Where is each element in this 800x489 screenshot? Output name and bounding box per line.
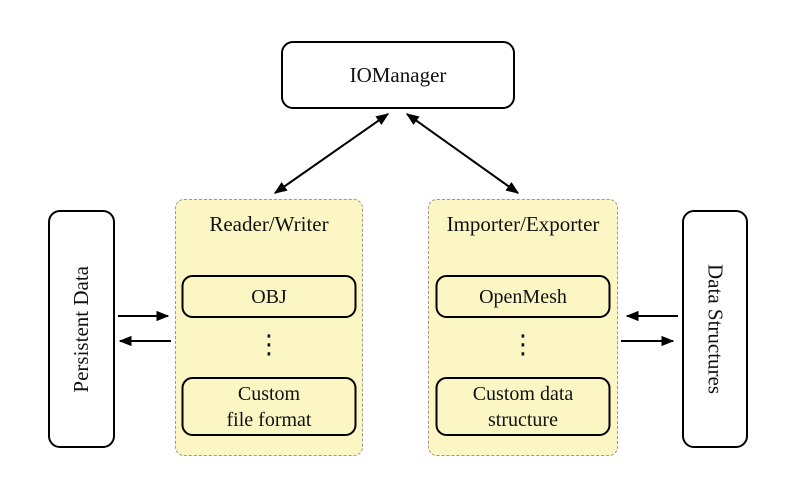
node-iomanager: IOManager: [281, 41, 515, 109]
node-data-structures: Data Structures: [682, 210, 748, 448]
item-custom-file-format: Custom file format: [181, 377, 357, 436]
vertical-ellipsis: ⋮: [510, 330, 536, 360]
vertical-ellipsis: ⋮: [256, 330, 282, 360]
node-iomanager-label: IOManager: [349, 62, 447, 87]
arrow-iomanager-readerwriter: [273, 113, 390, 194]
item-custom-data-structure-line1: Custom data: [472, 382, 574, 405]
node-persistent-data: Persistent Data: [48, 210, 115, 448]
arrow-iomanager-importerexporter: [405, 113, 520, 194]
group-importer-exporter-label: Importer/Exporter: [446, 212, 600, 236]
group-reader-writer-label: Reader/Writer: [209, 212, 329, 236]
item-custom-file-format-line2: file format: [226, 408, 312, 431]
node-data-structures-label: Data Structures: [703, 263, 728, 395]
group-importer-exporter: Importer/Exporter OpenMesh ⋮ Custom data…: [428, 199, 618, 456]
item-custom-data-structure-line2: structure: [488, 408, 558, 431]
item-openmesh: OpenMesh: [435, 275, 611, 318]
item-obj-label: OBJ: [251, 285, 287, 308]
item-custom-data-structure: Custom data structure: [435, 377, 611, 436]
item-openmesh-label: OpenMesh: [479, 285, 567, 308]
group-reader-writer: Reader/Writer OBJ ⋮ Custom file format: [175, 199, 363, 456]
item-custom-file-format-line1: Custom: [237, 382, 301, 405]
item-obj: OBJ: [181, 275, 357, 318]
node-persistent-data-label: Persistent Data: [69, 265, 93, 393]
